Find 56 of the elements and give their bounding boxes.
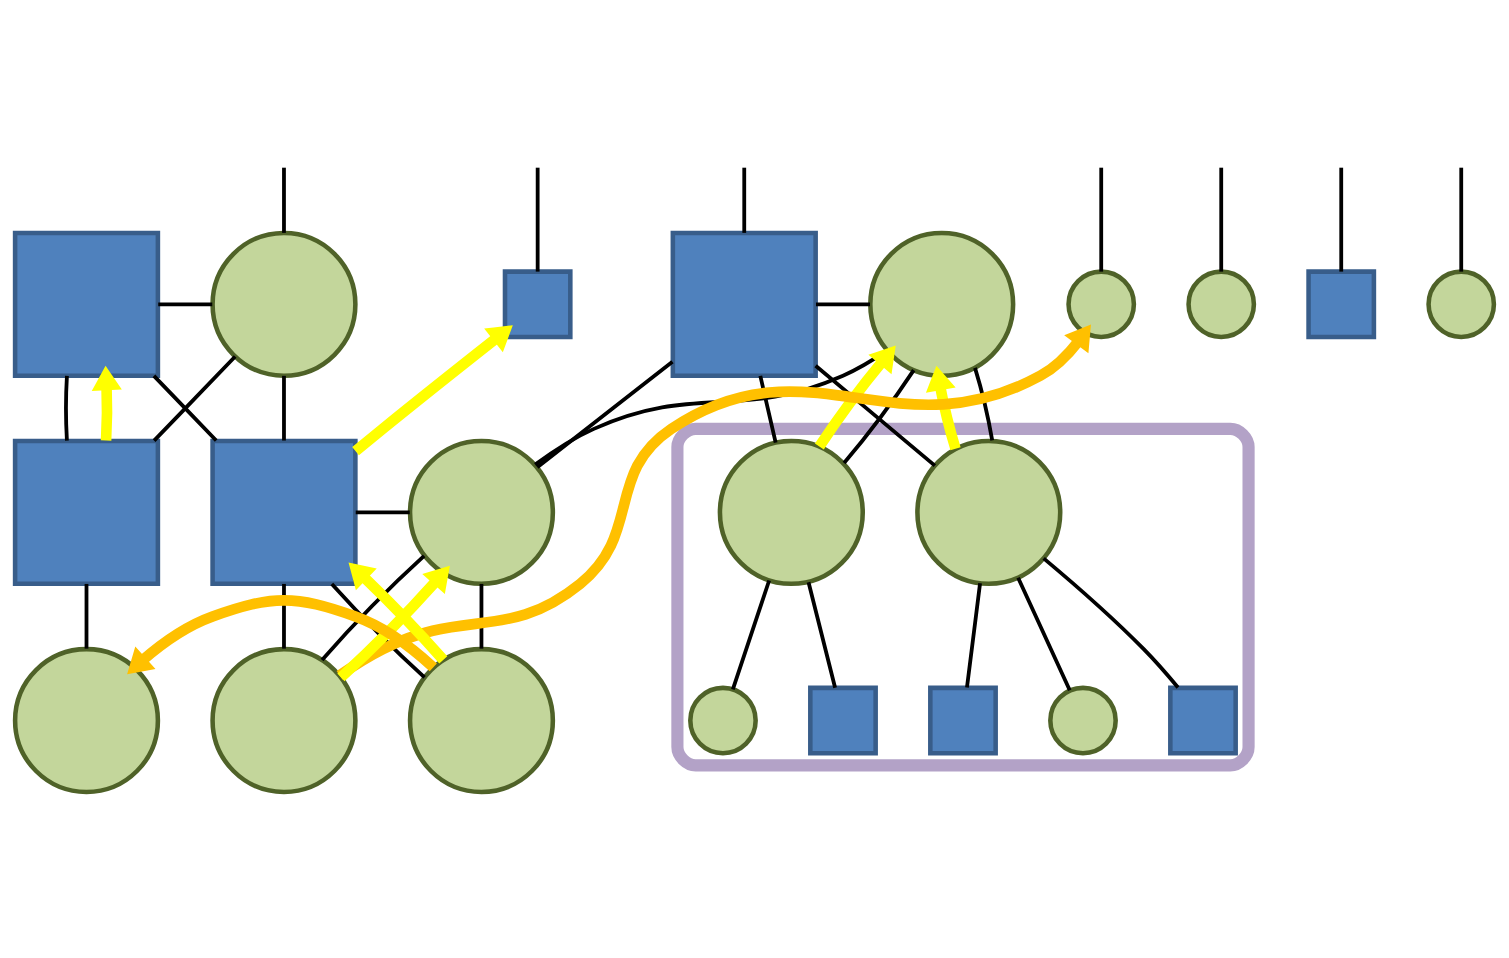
connector: [806, 581, 837, 689]
node-circle: [688, 685, 758, 756]
connector: [1219, 167, 1224, 272]
node-circle: [1048, 685, 1118, 756]
node-box: [210, 438, 358, 587]
node-circle: [1066, 269, 1137, 340]
node-box: [670, 230, 818, 378]
connector: [479, 583, 484, 649]
node-circle: [1426, 269, 1497, 340]
connector: [84, 583, 89, 649]
connector: [814, 364, 937, 468]
node-circle: [915, 438, 1063, 587]
connector: [1099, 167, 1104, 272]
node-circle: [210, 646, 358, 795]
node-box: [928, 685, 998, 756]
connector: [152, 355, 237, 442]
connector: [282, 583, 286, 649]
connector: [1339, 167, 1344, 272]
node-box: [808, 685, 878, 756]
arrow: [352, 325, 513, 456]
connector: [1459, 167, 1464, 272]
node-circle: [210, 230, 358, 378]
connector: [742, 167, 747, 233]
connector: [1016, 576, 1072, 691]
connector: [842, 369, 916, 465]
arrow: [336, 324, 1091, 680]
node-box: [1306, 269, 1377, 340]
node-box: [502, 269, 573, 340]
connector: [64, 375, 69, 441]
node-circle: [717, 438, 865, 587]
connector: [1042, 556, 1180, 689]
cluster: [671, 422, 1255, 772]
connector: [320, 554, 426, 662]
arrow: [337, 565, 450, 682]
arrow: [127, 595, 437, 675]
connector: [158, 302, 213, 307]
arrow: [925, 365, 961, 451]
node-circle: [407, 438, 556, 587]
connector: [536, 360, 674, 469]
connector: [152, 374, 218, 442]
node-box: [1168, 685, 1238, 756]
connector: [355, 510, 410, 515]
node-circle: [1186, 269, 1257, 340]
node-box: [12, 438, 161, 587]
node-box: [12, 230, 161, 378]
connector: [282, 375, 286, 441]
connector: [816, 302, 870, 307]
arrow: [91, 365, 122, 441]
connector: [731, 579, 771, 690]
connector: [965, 583, 982, 688]
arrow: [348, 562, 448, 664]
node-circle: [407, 646, 556, 795]
connector: [282, 167, 286, 233]
connector: [758, 375, 778, 444]
arrow: [814, 345, 896, 450]
connector: [535, 167, 540, 272]
